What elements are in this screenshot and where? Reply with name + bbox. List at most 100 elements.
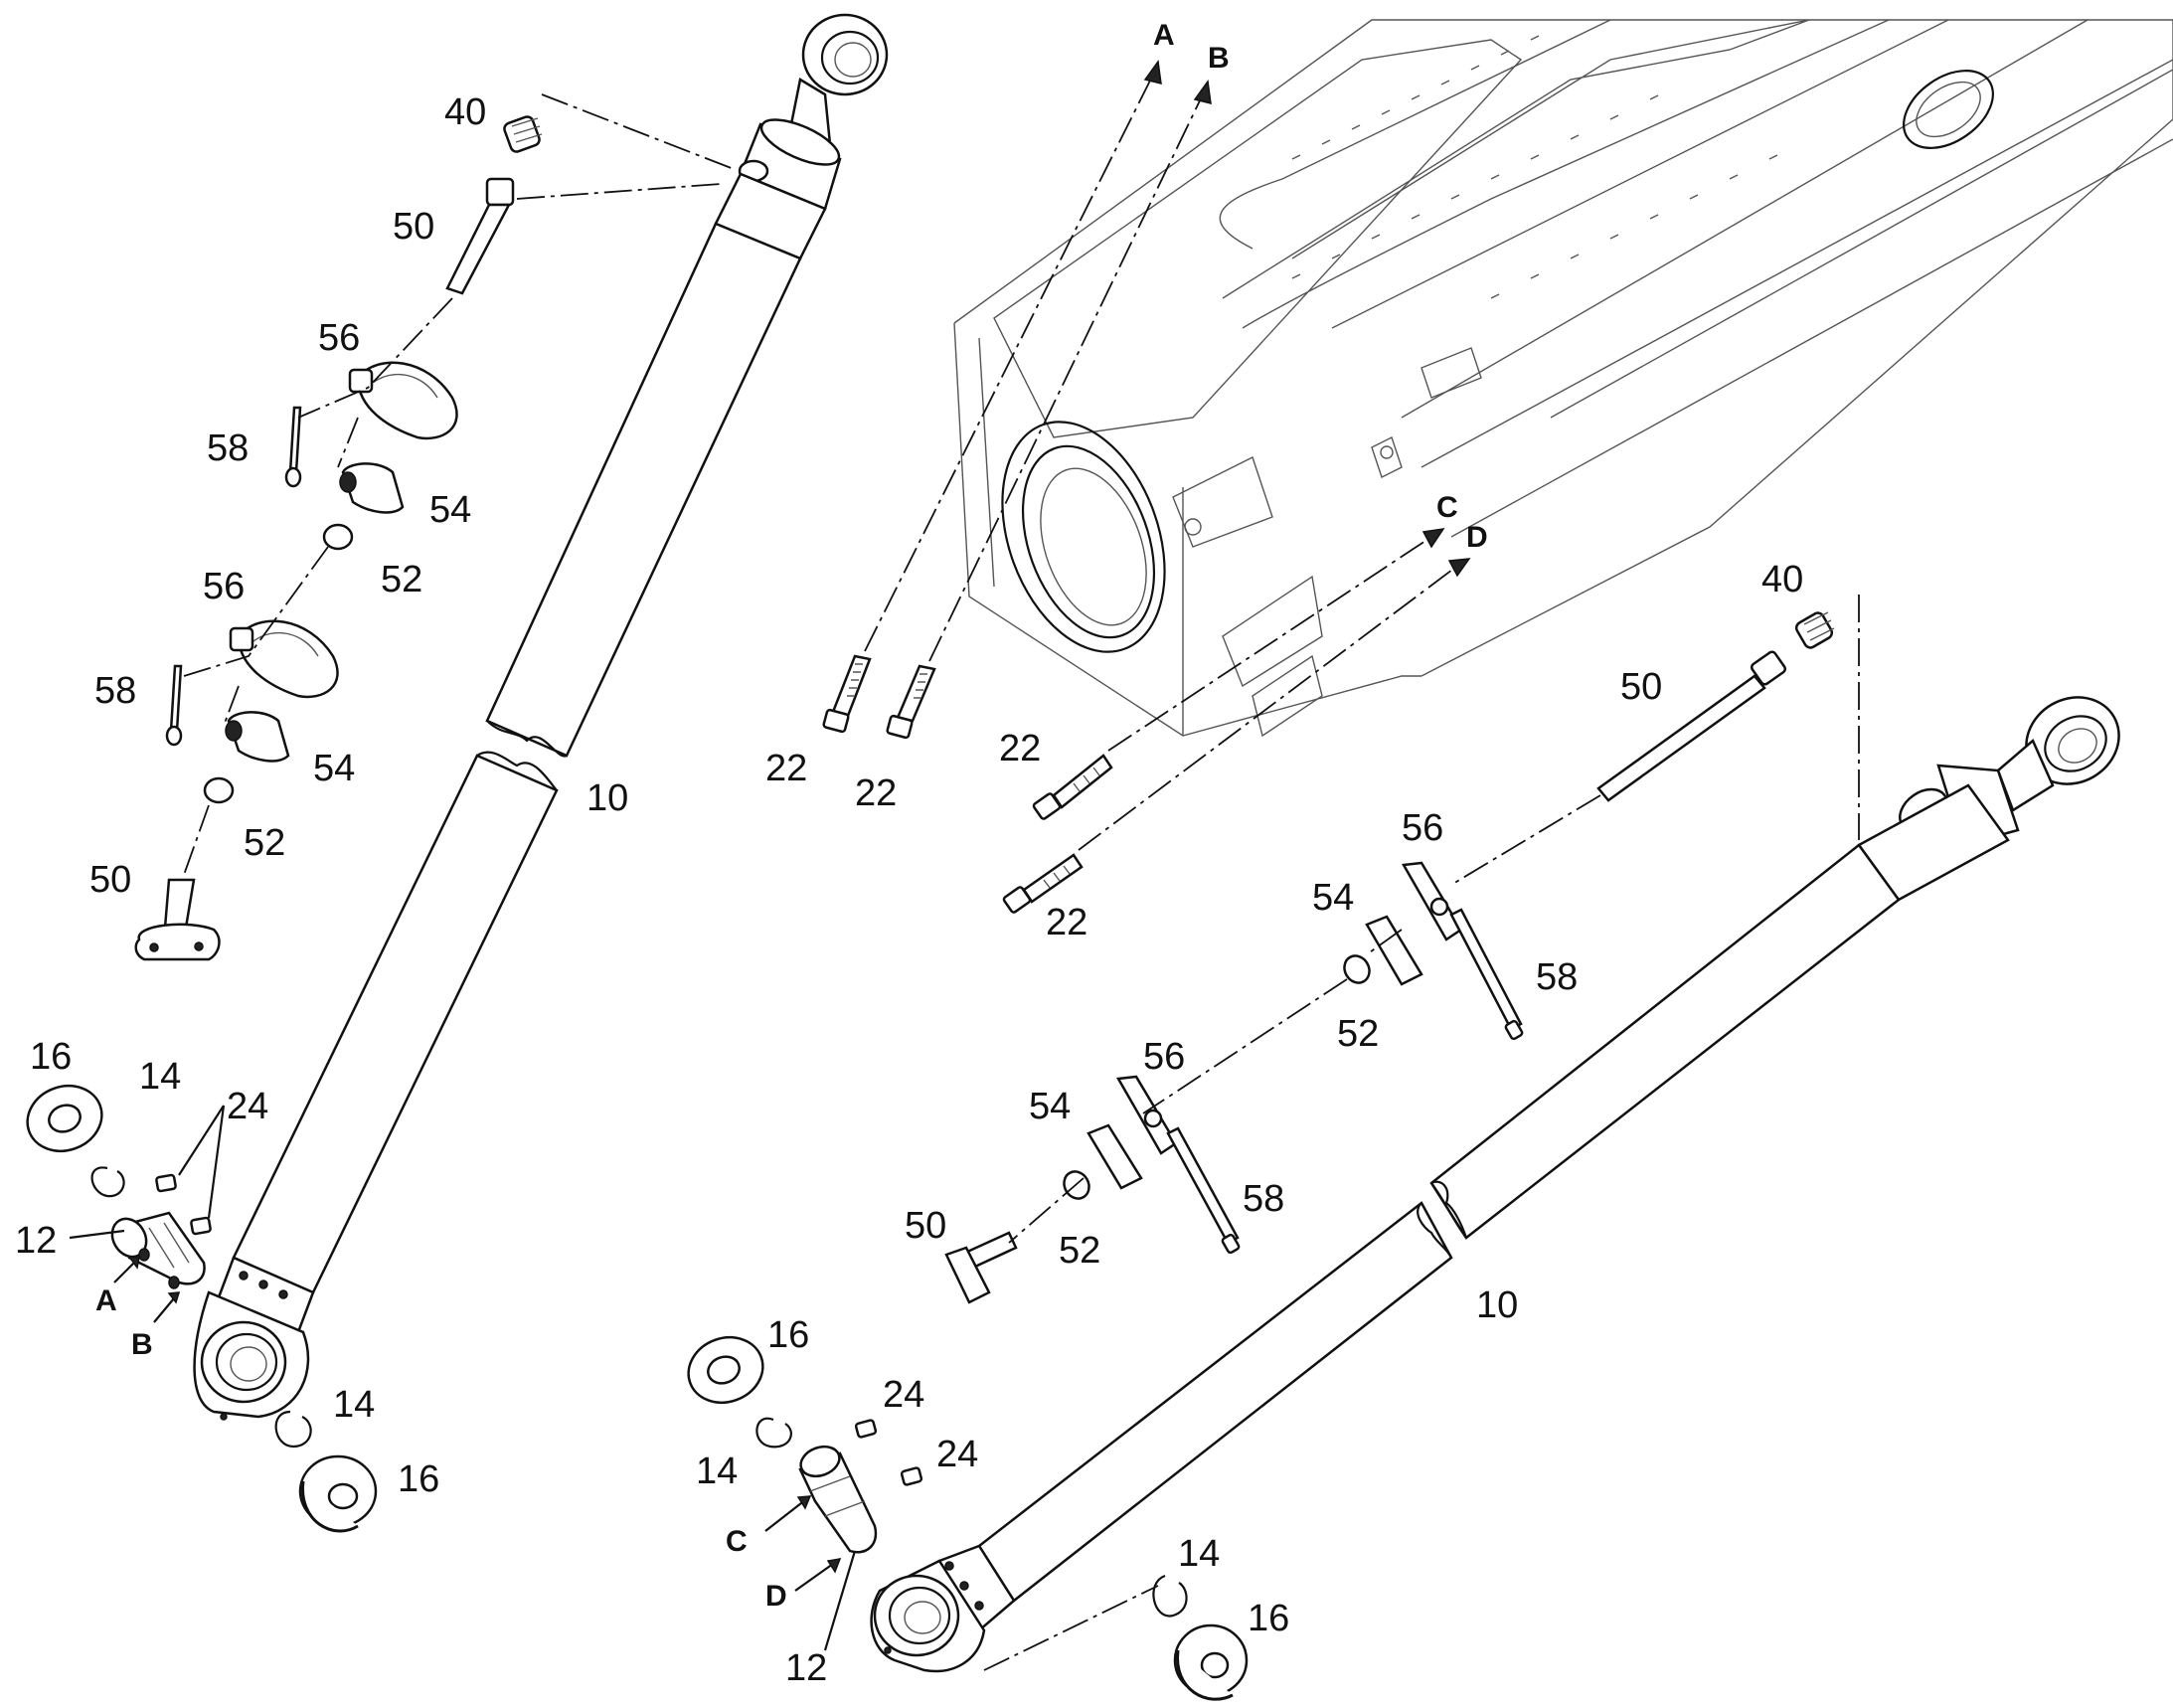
bolts-22 — [822, 60, 1471, 914]
washer-16-right-top — [687, 1335, 764, 1405]
pin-12-right — [798, 1445, 878, 1554]
left-cylinder — [193, 13, 889, 1421]
part-labels: 40 50 56 58 54 52 56 58 54 52 50 10 16 1… — [15, 19, 1803, 1689]
pin-12-left — [110, 1211, 206, 1289]
snap-ring-14-right-bottom — [1152, 1574, 1188, 1618]
label-52: 52 — [1059, 1230, 1100, 1272]
washer-16-left-bottom — [298, 1454, 378, 1533]
label-16: 16 — [1248, 1598, 1289, 1639]
left-pin-group — [26, 1084, 378, 1533]
label-54: 54 — [1029, 1086, 1071, 1127]
label-52: 52 — [1337, 1013, 1379, 1055]
screw-58-right-upper — [1449, 908, 1524, 1041]
label-10: 10 — [1476, 1284, 1518, 1326]
label-c: C — [726, 1525, 748, 1558]
label-b: B — [131, 1328, 153, 1361]
label-58: 58 — [1243, 1178, 1284, 1220]
label-24: 24 — [883, 1374, 924, 1416]
label-14: 14 — [139, 1056, 181, 1098]
label-56: 56 — [1143, 1036, 1185, 1078]
label-50: 50 — [905, 1205, 946, 1247]
label-22: 22 — [999, 728, 1041, 769]
label-40: 40 — [444, 91, 486, 133]
flange-50-bottom — [134, 878, 221, 961]
label-58: 58 — [94, 670, 136, 712]
label-22: 22 — [855, 772, 897, 814]
right-cylinder — [870, 696, 2120, 1673]
label-58: 58 — [1536, 956, 1578, 998]
part-24-a — [155, 1173, 177, 1193]
block-54-lower — [225, 711, 290, 763]
label-56: 56 — [203, 566, 245, 607]
label-50: 50 — [1620, 666, 1662, 708]
tube-50-right — [1596, 650, 1787, 802]
right-rod-eye — [1996, 696, 2120, 812]
part-24-d — [900, 1466, 923, 1486]
label-24: 24 — [227, 1086, 268, 1127]
label-40: 40 — [1761, 559, 1803, 600]
label-58: 58 — [207, 427, 249, 469]
clamp-56-right-upper — [1401, 861, 1463, 941]
block-54-right-upper — [1365, 915, 1423, 986]
washer-16-right-bottom — [1173, 1623, 1249, 1701]
flange-50-right — [944, 1231, 1018, 1304]
label-16: 16 — [398, 1458, 439, 1500]
label-22: 22 — [765, 748, 807, 789]
grommet-52-lower — [203, 776, 235, 804]
label-16: 16 — [767, 1314, 809, 1356]
screw-58-upper — [284, 406, 302, 488]
label-b-target: B — [1208, 42, 1230, 75]
bolt-22-d — [1002, 853, 1084, 914]
label-50: 50 — [89, 859, 131, 901]
screw-58-right-lower — [1166, 1126, 1241, 1255]
fitting-40-right — [1794, 611, 1835, 649]
bolt-22-b — [886, 664, 936, 740]
label-c-target: C — [1436, 491, 1458, 524]
clamp-56-upper — [348, 361, 458, 440]
label-14: 14 — [1178, 1533, 1220, 1575]
left-hose-parts — [134, 93, 735, 961]
right-hose-parts — [944, 595, 1860, 1304]
label-56: 56 — [318, 317, 360, 359]
tube-50-top — [445, 177, 515, 295]
label-52: 52 — [381, 559, 422, 600]
screw-58-lower — [165, 664, 183, 747]
snap-ring-14-right-top — [755, 1417, 792, 1449]
clamp-56-right-lower — [1115, 1075, 1178, 1155]
label-a: A — [95, 1284, 117, 1317]
label-54: 54 — [429, 489, 471, 531]
label-14: 14 — [333, 1384, 375, 1426]
label-54: 54 — [1312, 877, 1354, 919]
grommet-52-upper — [322, 523, 354, 551]
snap-ring-14-left-top — [90, 1166, 125, 1198]
label-d-target: D — [1466, 521, 1488, 554]
label-12: 12 — [15, 1220, 57, 1262]
label-22: 22 — [1046, 902, 1087, 943]
label-56: 56 — [1402, 807, 1443, 849]
boom-structure — [953, 19, 2173, 738]
part-24-c — [854, 1419, 878, 1439]
fitting-40-left — [503, 115, 543, 153]
grommet-52-right-upper — [1343, 954, 1371, 984]
block-54-right-lower — [1086, 1123, 1143, 1190]
label-10: 10 — [586, 777, 628, 819]
label-52: 52 — [244, 822, 285, 864]
washer-16-left-top — [26, 1084, 103, 1153]
snap-ring-14-left-bottom — [274, 1410, 312, 1449]
left-rod-eye — [788, 13, 889, 146]
label-16: 16 — [30, 1036, 72, 1078]
right-pin-group — [687, 1335, 1249, 1701]
bolt-22-a — [822, 654, 872, 734]
label-12: 12 — [785, 1647, 827, 1689]
label-54: 54 — [313, 748, 355, 789]
block-54-upper — [339, 462, 405, 514]
label-24: 24 — [936, 1434, 978, 1475]
label-a-target: A — [1153, 19, 1175, 52]
label-14: 14 — [696, 1451, 738, 1492]
label-50: 50 — [393, 206, 434, 248]
part-24-b — [190, 1216, 212, 1236]
bolt-22-c — [1032, 754, 1113, 820]
label-d: D — [765, 1580, 787, 1613]
clamp-56-lower — [229, 619, 339, 699]
